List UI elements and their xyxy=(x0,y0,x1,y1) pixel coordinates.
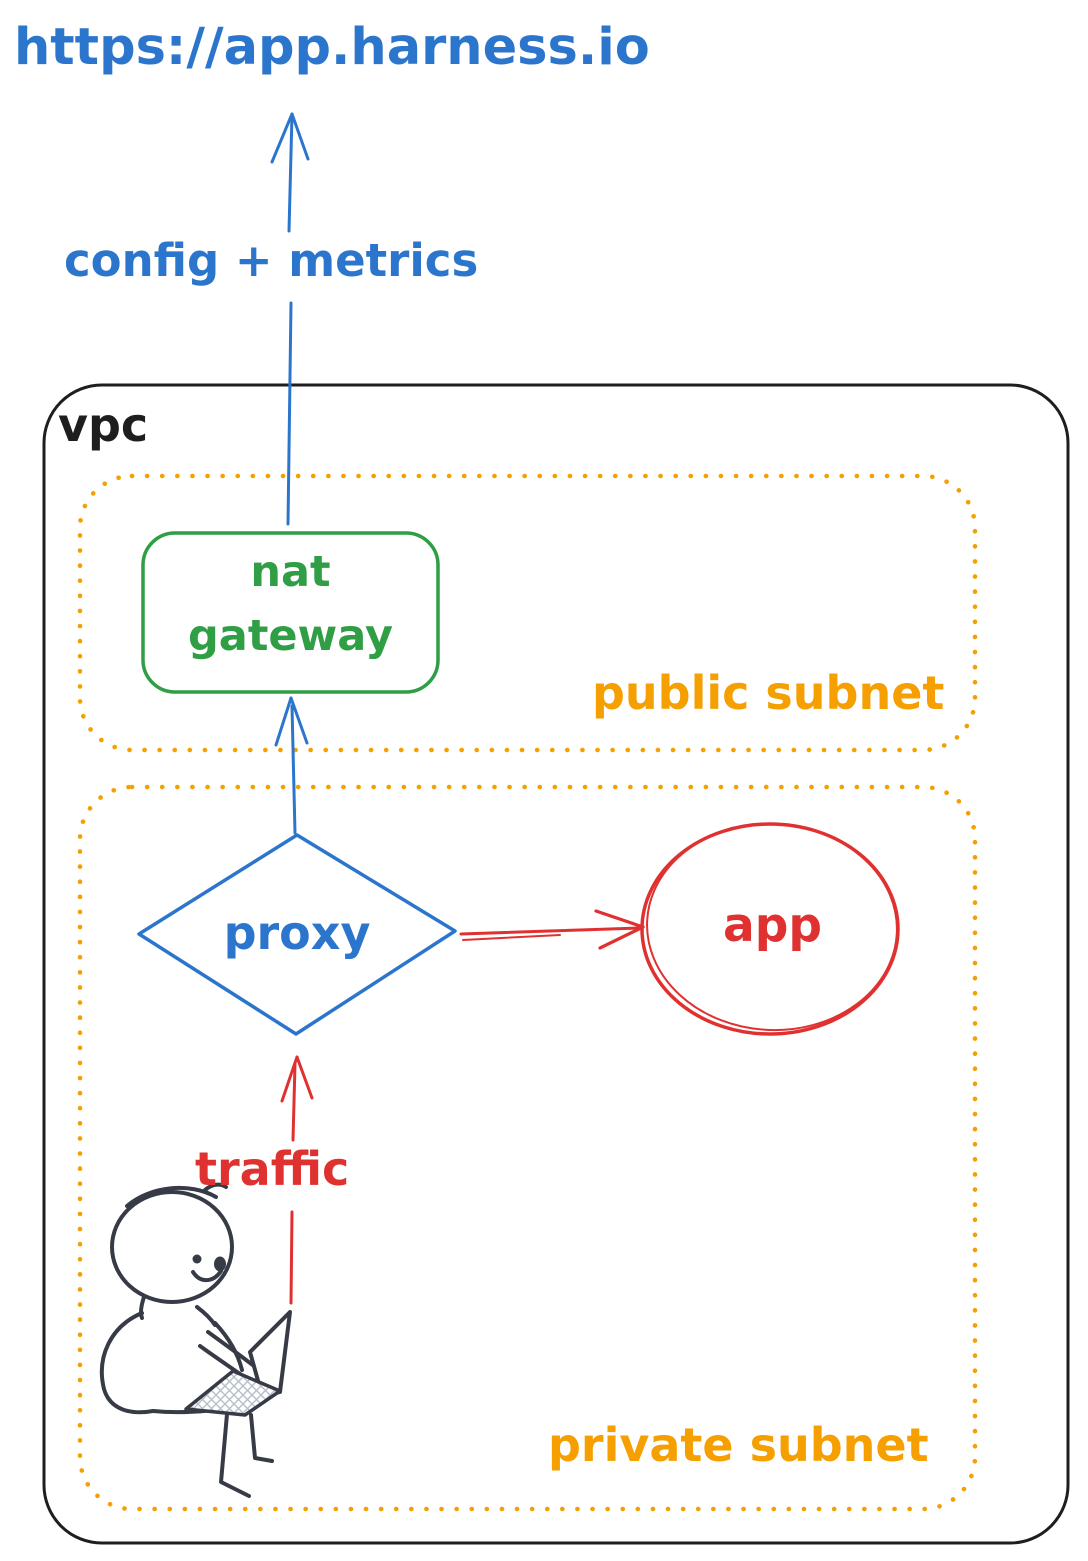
config-metrics-arrow xyxy=(270,112,310,526)
proxy-to-app-arrow xyxy=(459,909,645,950)
person-head xyxy=(110,1190,234,1304)
nat-gateway-label-line1: nat xyxy=(250,547,331,597)
vpc-label: vpc xyxy=(58,398,149,452)
app-node xyxy=(640,822,900,1036)
external-url-label: https://app.harness.io xyxy=(14,18,650,77)
proxy-node xyxy=(137,833,457,1036)
app-label: app xyxy=(722,898,822,953)
person-eye xyxy=(214,1256,226,1272)
person-leg xyxy=(219,1412,251,1498)
public-subnet-label: public subnet xyxy=(592,666,945,720)
person-leg xyxy=(249,1413,274,1463)
traffic-label: traffic xyxy=(195,1142,350,1196)
private-subnet-label: private subnet xyxy=(548,1418,929,1472)
nat-gateway-label-line2: gateway xyxy=(188,611,393,661)
traffic-arrow xyxy=(280,1055,314,1305)
vpc-box xyxy=(42,383,1070,1545)
nat-gateway-label: nat gateway xyxy=(143,540,438,668)
proxy-to-nat-arrow xyxy=(274,696,309,835)
config-metrics-label: config + metrics xyxy=(64,234,479,287)
public-subnet-box xyxy=(77,473,978,753)
person-with-laptop-icon xyxy=(99,1182,292,1498)
person-eye xyxy=(192,1254,202,1264)
person-smile xyxy=(191,1269,223,1283)
nat-gateway-node xyxy=(141,531,440,694)
proxy-label: proxy xyxy=(223,906,371,960)
